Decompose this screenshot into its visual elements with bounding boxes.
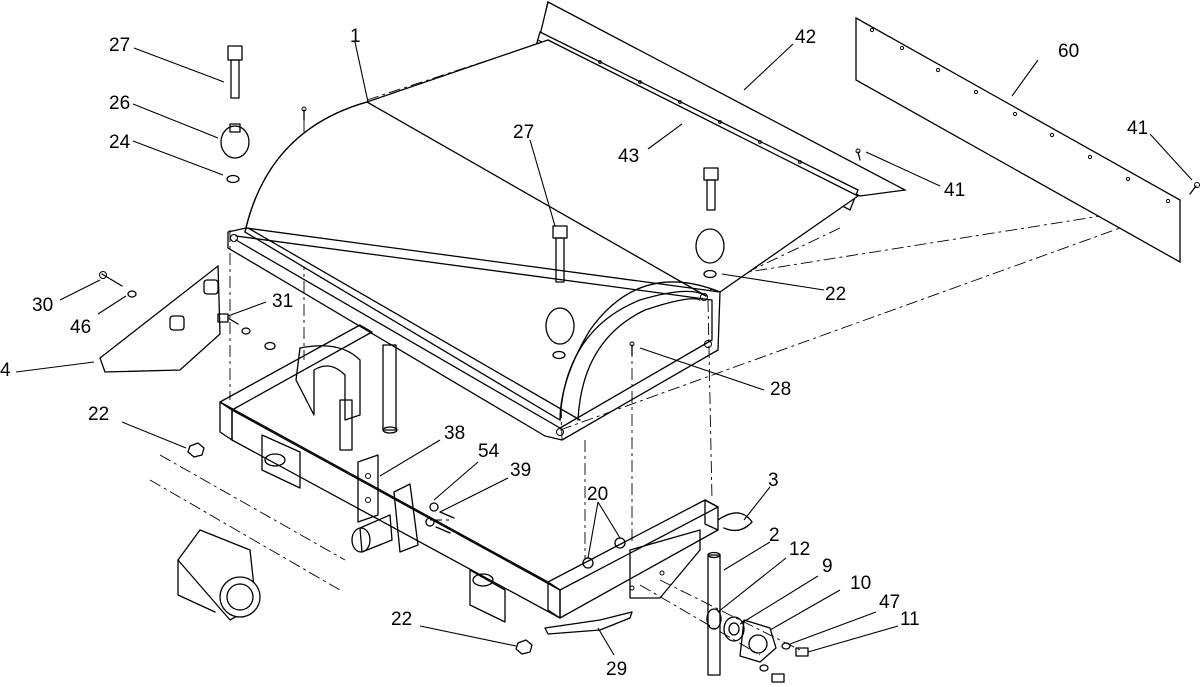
callout-27-center: 27: [513, 122, 534, 143]
callout-26: 26: [109, 93, 130, 114]
callout-38: 38: [444, 423, 465, 444]
callout-10: 10: [850, 573, 871, 594]
callout-60: 60: [1058, 41, 1079, 62]
spout-housing: [177, 529, 261, 621]
callout-22-bottom: 22: [391, 609, 412, 630]
callout-29: 29: [606, 659, 627, 680]
callout-12: 12: [789, 539, 810, 560]
callout-4: 4: [0, 360, 11, 381]
callout-2: 2: [769, 525, 780, 546]
main-frame: [219, 324, 721, 676]
callout-20: 20: [587, 484, 608, 505]
callout-30: 30: [32, 295, 53, 316]
leader-lines: [15, 41, 1193, 656]
callout-9: 9: [822, 556, 833, 577]
callout-numbers: 1 2 3 4 9 10 11 12 20 22 22 22 24 26 27 …: [0, 26, 1148, 680]
callout-46: 46: [70, 317, 91, 338]
callout-22-right: 22: [825, 284, 846, 305]
callout-28: 28: [770, 379, 791, 400]
callout-1: 1: [350, 26, 361, 47]
callout-31: 31: [272, 291, 293, 312]
callout-42: 42: [795, 27, 816, 48]
callout-54: 54: [478, 441, 500, 462]
callout-3: 3: [768, 470, 779, 491]
deflector-4: [99, 264, 221, 373]
callout-41-center: 41: [944, 180, 965, 201]
hood-shroud-1: [227, 39, 860, 441]
callout-27-left: 27: [109, 35, 130, 56]
callout-47: 47: [879, 592, 900, 613]
callout-41-right: 41: [1127, 118, 1148, 139]
angle-strip-42: [539, 1, 908, 197]
callout-24: 24: [109, 132, 131, 153]
callout-39: 39: [510, 460, 531, 481]
callout-22-left: 22: [88, 404, 109, 425]
flap-panel-60: [855, 16, 1181, 264]
callout-43: 43: [618, 146, 639, 167]
callout-11: 11: [900, 609, 920, 630]
